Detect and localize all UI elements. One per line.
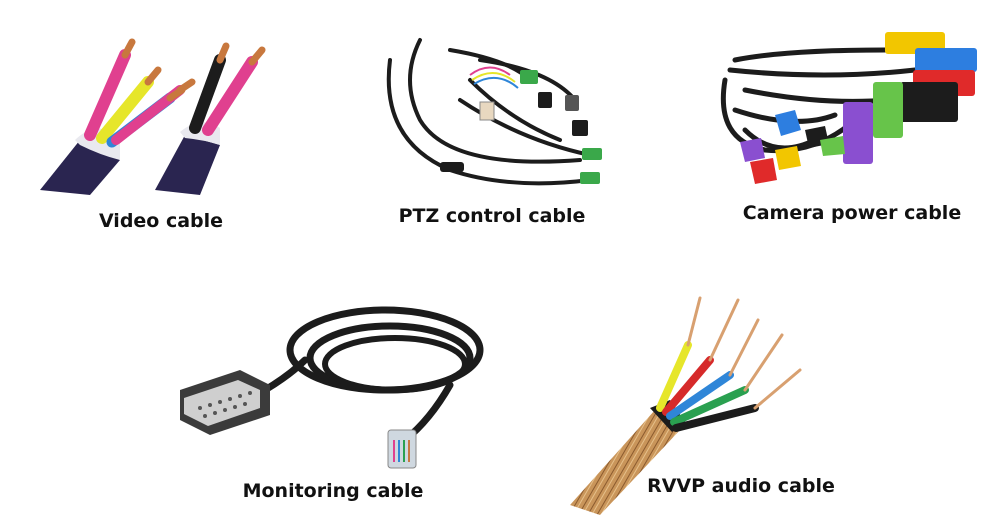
ptz-control-cable-tile: PTZ control cable: [360, 20, 640, 240]
video-cable-caption: Video cable: [98, 210, 224, 232]
rvvp-audio-cable-image: [570, 296, 802, 515]
camera-power-cable-tile: Camera power cable: [705, 20, 995, 240]
ptz-control-cable-caption: PTZ control cable: [398, 205, 586, 227]
monitoring-cable-caption: Monitoring cable: [242, 480, 424, 502]
video-cable-image: [40, 38, 266, 195]
monitoring-cable-image: [180, 306, 484, 469]
video-cable-tile: Video cable: [20, 20, 320, 260]
rvvp-audio-cable-caption: RVVP audio cable: [647, 475, 835, 497]
camera-power-cable-image: [720, 32, 977, 184]
camera-power-cable-caption: Camera power cable: [742, 202, 962, 224]
rvvp-audio-cable-tile: RVVP audio cable: [560, 290, 840, 515]
monitoring-cable-tile: Monitoring cable: [170, 290, 500, 515]
ptz-control-cable-image: [386, 38, 602, 186]
